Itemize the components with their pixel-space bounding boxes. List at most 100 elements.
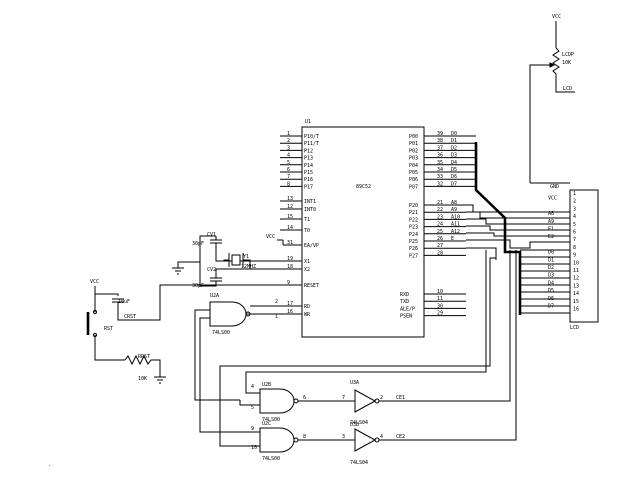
svg-text:9: 9 (251, 426, 254, 432)
mcu-p2-pin-name: P21 (409, 210, 418, 216)
lcd-pin-net: VCC (548, 196, 557, 202)
mcu-ctrl-pin-number: 16 (287, 309, 293, 315)
svg-text:3: 3 (342, 434, 345, 440)
mcu-left-pin-number: 1 (287, 131, 290, 137)
mcu-left-pin-number: 6 (287, 167, 290, 173)
cap2-value: 30pF (192, 283, 204, 289)
inverter-u3b: U3B 74LS04 3 4 CE2 (342, 250, 517, 466)
lcd-pin-number: 16 (573, 307, 579, 313)
mcu-left-pin-number: 7 (287, 174, 290, 180)
mcu-ctrl-pin-number: 18 (287, 264, 293, 270)
vcc-pot-section: VCC LCDP 10K LCD (529, 14, 575, 183)
data-bus (474, 142, 522, 315)
mcu-ctrl-pin-name: WR (304, 312, 311, 318)
lcd-pin-number: 10 (573, 260, 579, 266)
mcu-p0-pin-number: 37 (437, 145, 443, 151)
mcu-p0-pin-number: 35 (437, 160, 443, 166)
xtal-ref: Y1 (243, 254, 249, 260)
lcd-pins: 12VCC34A85A96E17E289D010D111D212D313D414… (548, 191, 579, 313)
lcd-pin-net: A8 (548, 211, 554, 217)
lcd-pin-number: 14 (573, 291, 579, 297)
lcd-pin-number: 11 (573, 268, 579, 274)
mcu-p0-pin-net: D4 (451, 160, 457, 166)
mcu-p3-pin-name: TXD (400, 299, 409, 305)
mcu-p0-pin-name: P03 (409, 156, 418, 162)
lcd-pin-net: D3 (548, 273, 554, 279)
u2a-body (209, 301, 247, 327)
mcu-p3-pin-number: 29 (437, 311, 443, 317)
inverter-u3a: U3A 74LS04 7 2 CE1 (342, 250, 511, 426)
mcu-p2-pin-number: 22 (437, 207, 443, 213)
mcu-ctrl-pin-name: EA/VP (304, 243, 319, 249)
mcu-p0-pin-name: P04 (409, 163, 418, 169)
lcd-pin-number: 15 (573, 299, 579, 305)
mcu-part-label: 89C52 (356, 184, 371, 190)
mcu-left-pin-number: 5 (287, 160, 290, 166)
lcd-pin-number: 8 (573, 245, 576, 251)
mcu-p0-pin-net: D0 (451, 131, 457, 137)
lcd-connector: GND LCD 12VCC34A85A96E17E289D010D111D212… (548, 184, 599, 331)
mcu-ctrl-pin-number: 13 (287, 196, 293, 202)
mcu-p2-pin-name: P26 (409, 246, 418, 252)
lcd-pin-number: 6 (573, 230, 576, 236)
svg-text:2: 2 (275, 299, 278, 305)
crystal-section: CV1 30pF CV2 30pF Y1 12MHZ (172, 232, 302, 289)
ea-vcc-label: VCC (266, 234, 275, 240)
reset-vcc-label: VCC (90, 279, 99, 285)
mcu-p2-pin-number: 21 (437, 200, 443, 206)
mcu-p2-pin-net: A8 (451, 200, 457, 206)
mcu-p0-pin-number: 32 (437, 181, 443, 187)
lcd-pin-net: D6 (548, 296, 554, 302)
lcd-pin-net: A9 (548, 219, 554, 225)
svg-text:7: 7 (342, 395, 345, 401)
u2b-body (259, 388, 295, 414)
mcu-left-pin-name: P13 (304, 156, 313, 162)
lcd-pin-net: D7 (548, 304, 554, 310)
mcu-p0-pin-number: 34 (437, 167, 443, 173)
lcd-bus-fanout (520, 182, 570, 314)
mcu-p0-pin-net: D6 (451, 174, 457, 180)
mcu-ctrl-pin-number: 12 (287, 204, 293, 210)
reset-res-value: 10K (138, 376, 147, 382)
mcu-ctrl-pin-name: RESET (304, 283, 319, 289)
cap2-ref: CV2 (207, 267, 216, 273)
ce1-net-label: CE1 (396, 395, 405, 401)
mcu-left-pin-name: P12 (304, 148, 313, 154)
u3b-body (354, 428, 377, 452)
u3a-part: 74LS04 (350, 420, 368, 426)
svg-text:.: . (48, 462, 51, 468)
lcd-pin-number: 12 (573, 276, 579, 282)
pot-ref-label: LCDP (562, 52, 574, 58)
cap1-value: 30pF (192, 241, 204, 247)
xtal-value: 12MHZ (241, 264, 256, 270)
mcu-p3-pin-name: RXD (400, 292, 409, 298)
lcd-pin-net: D1 (548, 257, 554, 263)
mcu-p2-pin-net: A11 (451, 222, 460, 228)
mcu-p3-pin-number: 10 (437, 289, 443, 295)
u2a-ref: U2A (210, 293, 219, 299)
u3a-ref: U3A (350, 380, 359, 386)
svg-text:1: 1 (275, 314, 278, 320)
u2c-body (259, 427, 295, 453)
nand-u2a: U2A 74LS00 2 1 (194, 293, 302, 433)
mcu-ctrl-pin-name: T1 (304, 217, 310, 223)
mcu-ctrl-pin-number: 19 (287, 256, 293, 262)
mcu-left-pin-number: 3 (287, 145, 290, 151)
pot-value-label: 10K (562, 60, 571, 66)
reset-switch-label: RST (104, 326, 113, 332)
mcu-p0-pin-number: 38 (437, 138, 443, 144)
mcu-p2-pin-name: P23 (409, 225, 418, 231)
lcd-body (569, 189, 599, 323)
mcu-p3-pin-number: 11 (437, 296, 443, 302)
mcu-p2-pin-name: P20 (409, 203, 418, 209)
mcu-p2-pin-number: 23 (437, 214, 443, 220)
mcu-p0-pin-net: D1 (451, 138, 457, 144)
mcu-p3-pin-name: ALE/P (400, 306, 415, 312)
svg-text:10: 10 (251, 445, 257, 451)
reset-cap-value: 10uF (118, 299, 130, 305)
